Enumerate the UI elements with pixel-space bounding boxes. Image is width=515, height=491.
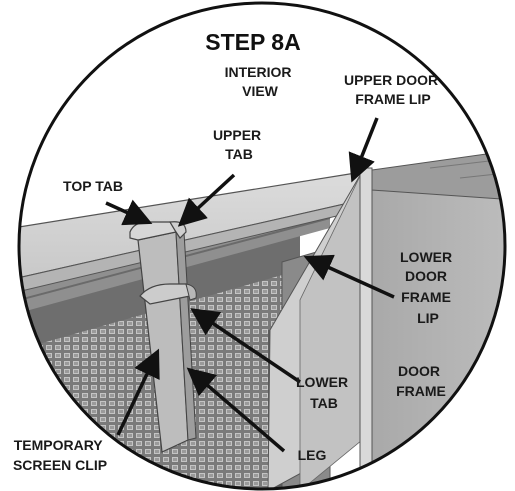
label-temporary-screen-clip: TEMPORARY SCREEN CLIP — [13, 437, 107, 473]
label-door-frame: DOOR FRAME — [396, 363, 446, 399]
label-upper-door-frame-lip: UPPER DOOR FRAME LIP — [344, 72, 442, 107]
label-interior-view: INTERIOR VIEW — [225, 64, 296, 99]
arrow-temporary-screen-clip — [116, 348, 160, 436]
detail-circle — [17, 1, 507, 491]
label-lower-tab: LOWER TAB — [296, 374, 352, 411]
arrow-lower-tab — [190, 308, 301, 384]
label-lower-door-frame-lip: LOWER DOOR FRAME LIP — [400, 249, 456, 326]
arrow-top-tab — [105, 199, 153, 226]
upper-frame-lip — [359, 167, 373, 489]
label-leg: LEG — [298, 447, 327, 463]
label-top-tab: TOP TAB — [63, 178, 123, 194]
arrow-leg — [186, 367, 286, 453]
arrow-upper-door-frame-lip — [348, 117, 379, 183]
step-title: STEP 8A — [205, 29, 300, 55]
label-upper-tab: UPPER TAB — [213, 127, 265, 162]
door-frame-wall — [371, 169, 505, 489]
arrow-upper-tab — [177, 173, 236, 227]
leader-arrows — [105, 117, 395, 453]
arrow-lower-door-frame-lip — [303, 254, 395, 299]
